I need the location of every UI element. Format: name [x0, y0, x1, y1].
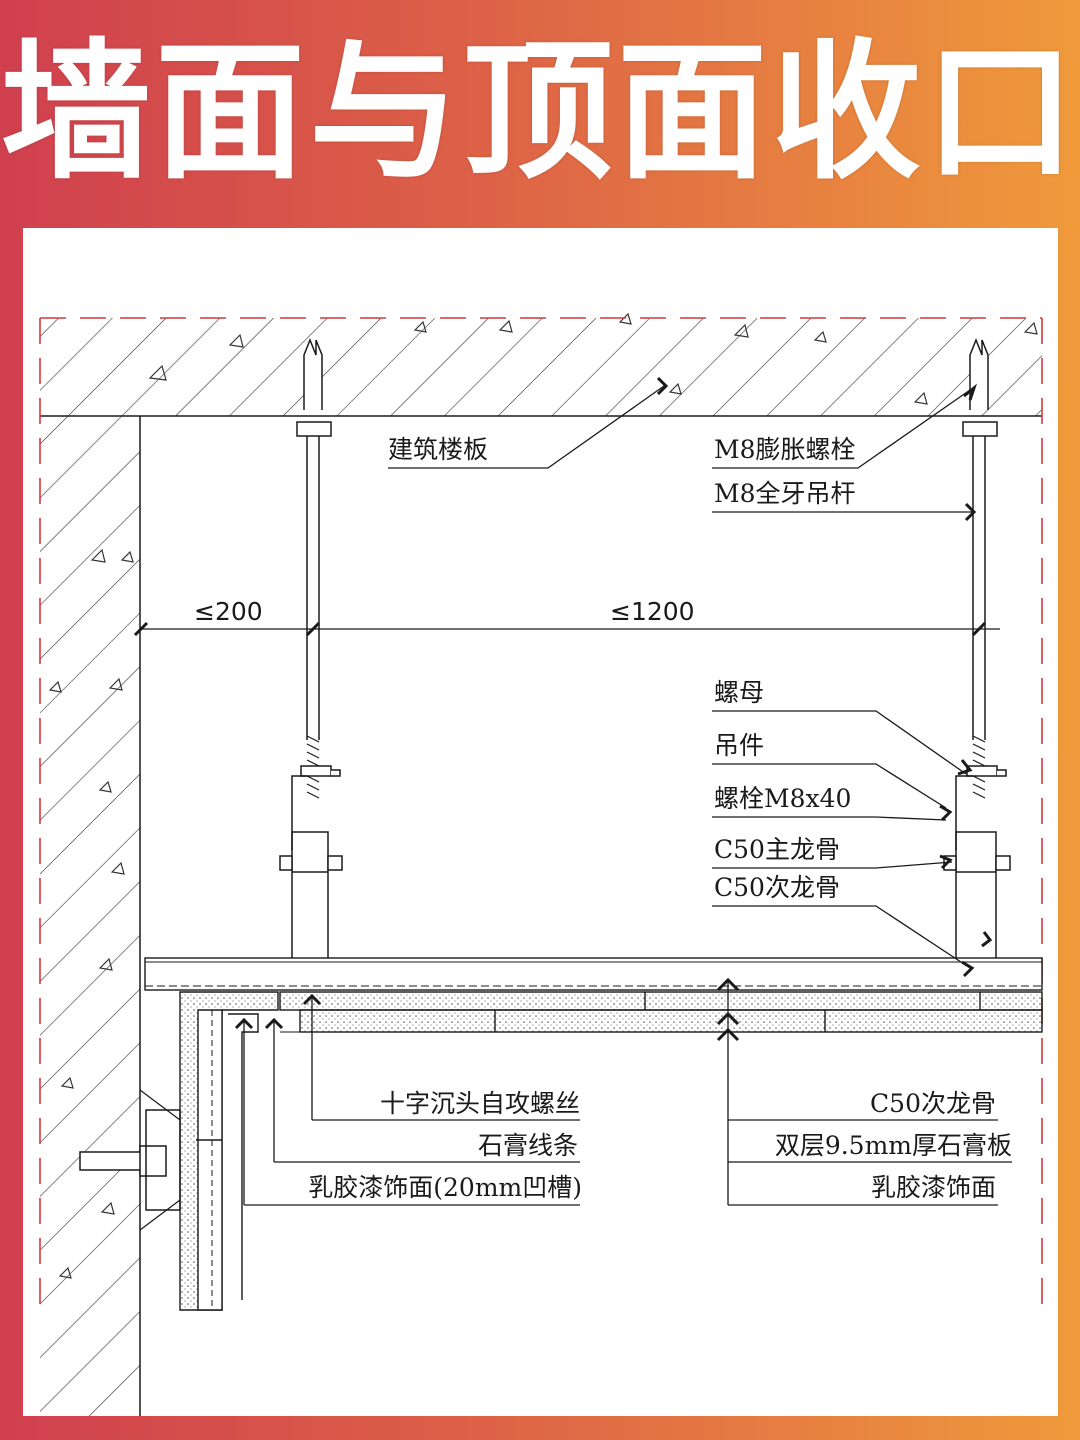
label-sub-keel-top: C50次龙骨 [714, 873, 840, 902]
hanger-assembly-right [943, 337, 1011, 961]
dimension-rod-spacing: ≤1200 [610, 597, 695, 626]
label-expansion-bolt: M8膨胀螺栓 [714, 435, 856, 464]
label-hanger: 吊件 [714, 731, 764, 760]
wall-bracket [79, 1089, 222, 1231]
drawing-panel: ≤200 ≤1200 [23, 228, 1058, 1416]
label-main-keel: C50主龙骨 [714, 835, 840, 864]
label-latex-groove: 乳胶漆饰面(20mm凹槽) [308, 1173, 582, 1202]
dimension-line [133, 621, 1000, 637]
label-threaded-rod: M8全牙吊杆 [714, 479, 856, 508]
label-gypsum-strip: 石膏线条 [478, 1131, 578, 1160]
gypsum-strip [179, 991, 279, 1311]
dimension-left: ≤200 [194, 597, 263, 626]
label-cross-screw: 十字沉头自攻螺丝 [380, 1089, 580, 1118]
leader-lines [388, 376, 993, 978]
label-latex-finish: 乳胶漆饰面 [871, 1173, 996, 1202]
page-title: 墙面与顶面收口 [0, 26, 1079, 200]
label-sub-keel-bottom: C50次龙骨 [870, 1089, 996, 1118]
ceiling-layers [144, 957, 1043, 1033]
label-bolt: 螺栓M8x40 [714, 784, 851, 813]
ceiling-wall-junction-diagram: ≤200 ≤1200 [39, 312, 1043, 1416]
concrete-wall [40, 416, 141, 1416]
floor-slab [40, 312, 1042, 417]
label-floor-slab: 建筑楼板 [388, 435, 488, 464]
label-double-board: 双层9.5mm厚石膏板 [775, 1131, 1012, 1160]
label-nut: 螺母 [714, 678, 764, 707]
hanger-assembly-left [279, 337, 343, 961]
detail-border [39, 317, 1043, 1310]
bottom-leader-lines [234, 977, 1012, 1206]
